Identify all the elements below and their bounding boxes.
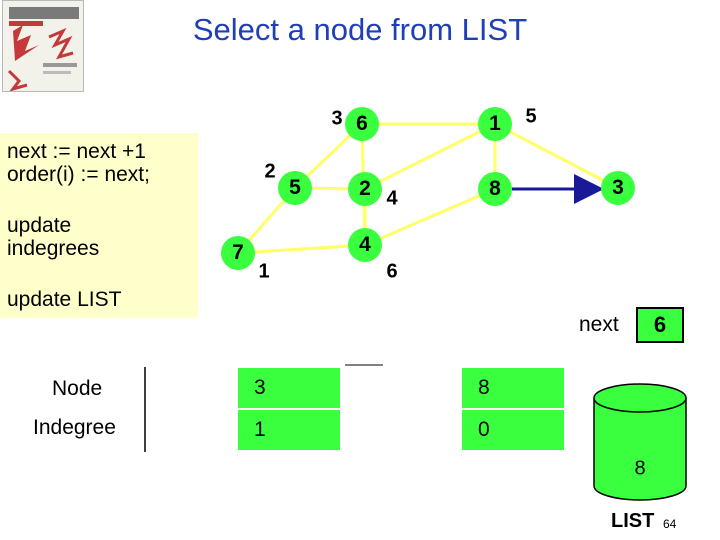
edge [364,122,496,191]
step-line: update LIST [7,288,122,311]
list-cylinder-icon [593,383,687,501]
algorithm-steps-box: next := next +1 order(i) := next; update… [0,133,198,318]
page-title: Select a node from LIST [192,12,528,47]
indegree-label: 4 [386,187,398,210]
list-item: 8 [634,457,646,480]
indegree-label: 1 [258,260,270,283]
indegree-label: 3 [331,107,343,130]
row-label-node: Node [52,377,103,400]
edge [364,187,496,247]
edge [237,243,366,255]
graph-node: 3 [601,171,635,205]
list-label: LIST [611,510,655,532]
graph-node: 5 [278,171,312,205]
graph-node: 6 [345,107,379,141]
indegree-label: 2 [264,160,276,183]
next-label: next [579,313,619,336]
table-cell-indegree: 1 [238,410,340,450]
graph-node: 4 [348,228,382,262]
graph-node: 2 [348,172,382,206]
page-number: 64 [663,517,677,531]
table-cell-node: 3 [238,368,340,408]
step-line: order(i) := next; [7,163,150,186]
table-cell-indegree: 0 [462,410,564,450]
table-cell-node: 8 [462,368,564,408]
book-cover-thumbnail [2,0,84,92]
indegree-label: 5 [525,105,537,128]
indegree-label: 6 [386,260,398,283]
step-line: indegrees [7,237,100,260]
step-line: update [7,214,72,237]
next-value: 6 [636,307,684,343]
graph-node: 7 [221,236,255,270]
row-label-indegree: Indegree [33,416,116,439]
graph-node: 8 [478,172,512,206]
graph-node: 1 [478,107,512,141]
step-line: next := next +1 [7,140,146,163]
book-cover-icon [3,1,83,91]
